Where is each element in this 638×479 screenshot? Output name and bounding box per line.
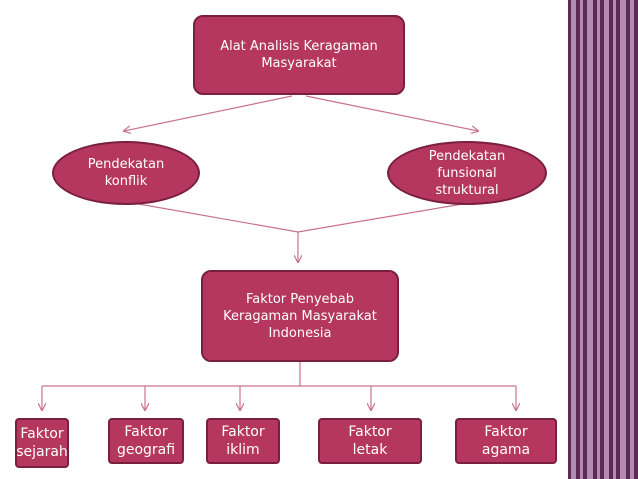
line-left-to-merge [132, 202, 299, 233]
factor-node-agama: Faktor agama [455, 418, 557, 464]
arrow-root-to-left [124, 95, 293, 131]
approach-node-functional: Pendekatan funsional struktural [387, 141, 547, 205]
factor-node-letak: Faktor letak [318, 418, 422, 464]
center-node: Faktor Penyebab Keragaman Masyarakat Ind… [201, 270, 399, 362]
line-right-to-merge [297, 202, 469, 233]
approach-node-conflict: Pendekatan konflik [52, 141, 200, 205]
factor-node-sejarah: Faktor sejarah [15, 418, 69, 468]
factor-node-geografi: Faktor geografi [108, 418, 184, 464]
arrow-root-to-right [305, 95, 478, 131]
root-node: Alat Analisis Keragaman Masyarakat [193, 15, 405, 95]
decorative-stripe-band [568, 0, 638, 479]
factor-node-iklim: Faktor iklim [206, 418, 280, 464]
